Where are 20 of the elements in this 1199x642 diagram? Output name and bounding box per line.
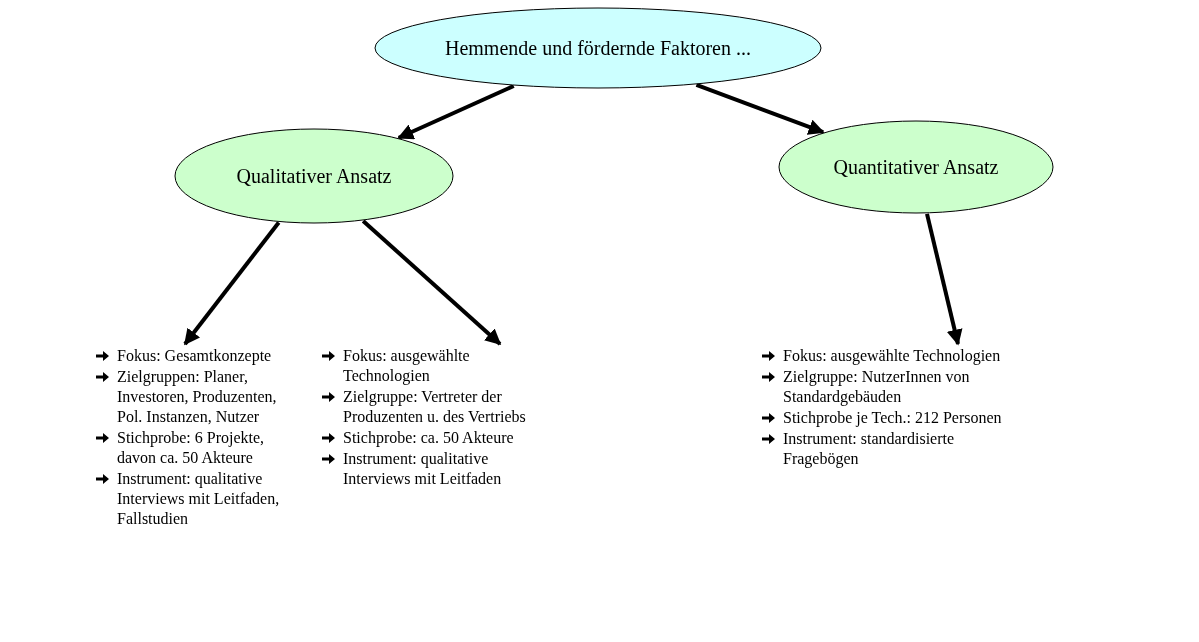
arrow <box>183 221 281 346</box>
bullet-text: Zielgruppe: Vertreter der Produzenten u. des Vertriebs <box>343 387 527 427</box>
bullet-text: Stichprobe je Tech.: 212 Personen <box>783 408 1002 428</box>
arrow <box>397 84 515 140</box>
ellipse-node: Hemmende und fördernde Faktoren ... <box>374 7 822 89</box>
arrow <box>925 213 963 346</box>
bullet-text: Instrument: standardisierte Fragebögen <box>783 429 956 469</box>
arrow <box>695 82 825 135</box>
arrow <box>361 219 502 346</box>
ellipse-node: Quantitativer Ansatz <box>778 120 1054 214</box>
bullet-text: Instrument: qualitative Interviews mit Leitfaden, Fallstudien <box>117 469 281 529</box>
bullet-text: Zielgruppen: Planer, Investoren, Produzenten, Pol. Instanzen, Nutzer <box>117 367 278 427</box>
bullet-text: Fokus: Gesamtkonzepte <box>117 346 272 366</box>
bullet-text: Stichprobe: 6 Projekte, davon ca. 50 Akteure <box>117 428 266 468</box>
bullet-text: Stichprobe: ca. 50 Akteure <box>343 428 514 448</box>
ellipse-node: Qualitativer Ansatz <box>174 128 454 224</box>
bullet-text: Instrument: qualitative Interviews mit Leitfaden <box>343 449 503 489</box>
bullet-text: Zielgruppe: NutzerInnen von Standardgebäuden <box>783 367 971 407</box>
bullet-text: Fokus: ausgewählte Technologien <box>343 346 471 386</box>
bullet-text: Fokus: ausgewählte Technologien <box>783 346 1001 366</box>
